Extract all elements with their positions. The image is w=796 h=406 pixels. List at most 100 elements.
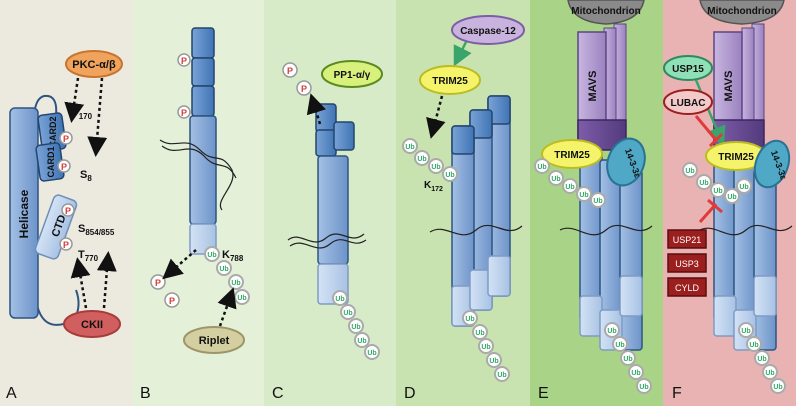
panel-c-letter: C <box>272 385 284 402</box>
svg-text:Ub: Ub <box>749 342 758 349</box>
dsrna-c-2 <box>289 239 367 249</box>
card-block-c-3 <box>333 121 355 151</box>
cyld-box <box>667 277 707 297</box>
k788-label: K788 <box>222 249 244 263</box>
riplet-enzyme <box>183 326 245 354</box>
t770-label: T770 <box>78 249 99 263</box>
ub-d-8: Ub <box>486 352 502 368</box>
card-block-1 <box>191 27 215 59</box>
ub-chain-e: Ub Ub Ub Ub Ub <box>534 158 606 208</box>
svg-text:Ub: Ub <box>417 156 426 163</box>
ub-f-6: Ub <box>738 322 754 338</box>
ub-e-2: Ub <box>548 170 564 186</box>
ub-f-1: Ub <box>682 162 698 178</box>
panel-e: Mitochondrion MAVS TRIM25 14-3-3ε Ub Ub … <box>534 0 653 402</box>
ub-b-4: Ub <box>234 289 250 305</box>
phospho-s8: P <box>57 159 71 173</box>
usp15-label: USP15 <box>672 64 704 75</box>
svg-text:P: P <box>65 206 71 216</box>
svg-text:Ub: Ub <box>757 356 766 363</box>
svg-text:Ub: Ub <box>741 328 750 335</box>
dsrna-strand <box>159 139 234 211</box>
panel-b: P P P P Ub Ub Ub Ub K788 Riplet B <box>140 27 250 402</box>
svg-text:Ub: Ub <box>699 180 708 187</box>
phospho-b-1: P <box>177 53 191 67</box>
panel-d: Caspase-12 TRIM25 Ub Ub Ub Ub K172 Ub Ub… <box>402 15 525 402</box>
svg-text:Ub: Ub <box>219 266 228 273</box>
svg-text:Ub: Ub <box>727 194 736 201</box>
svg-text:Ub: Ub <box>593 198 602 205</box>
s854-label: S854/855 <box>78 223 115 237</box>
pp1-enzyme <box>321 60 383 88</box>
ub-f-10: Ub <box>770 378 786 394</box>
card-d-2 <box>469 109 493 139</box>
lubac-label: LUBAC <box>671 98 706 109</box>
svg-text:Ub: Ub <box>405 144 414 151</box>
phospho-c-1: P <box>282 62 298 78</box>
panel-f: Mitochondrion MAVS USP15 LUBAC TRIM25 14… <box>663 0 793 402</box>
svg-text:Ub: Ub <box>773 384 782 391</box>
svg-text:Ub: Ub <box>607 328 616 335</box>
svg-text:Ub: Ub <box>481 344 490 351</box>
ub-b-2: Ub <box>216 260 232 276</box>
lubac-inhibit-bar <box>708 132 724 148</box>
usp15-enzyme <box>663 55 713 81</box>
card2-label: CARD2 <box>48 116 58 147</box>
ub-d-7: Ub <box>478 338 494 354</box>
ub-chain-b: Ub Ub Ub Ub <box>204 246 250 305</box>
svg-text:Ub: Ub <box>465 316 474 323</box>
t170-label: T170 <box>72 107 93 121</box>
svg-text:Ub: Ub <box>639 384 648 391</box>
svg-text:Ub: Ub <box>343 310 352 317</box>
pkc-label: PKC-α/β <box>72 59 116 71</box>
usp3-box <box>667 253 707 273</box>
oligomer-f-3 <box>753 169 777 351</box>
ub-f-4: Ub <box>724 188 740 204</box>
mito-f-label: Mitochondrion <box>707 6 776 17</box>
helicase-block <box>189 115 217 225</box>
ub-e-4: Ub <box>576 186 592 202</box>
phospho-t770: P <box>59 237 73 251</box>
ub-chain-f-bottom: Ub Ub Ub Ub Ub <box>738 322 786 394</box>
phospho-t170: P <box>59 131 73 145</box>
ub-c-4: Ub <box>354 332 370 348</box>
svg-text:Ub: Ub <box>615 342 624 349</box>
ub-e-8: Ub <box>620 350 636 366</box>
svg-text:Ub: Ub <box>565 184 574 191</box>
dephospho-arrow-c <box>306 93 326 125</box>
ub-d-2: Ub <box>414 150 430 166</box>
ub-b-1: Ub <box>204 246 220 262</box>
pkc-arrow-2 <box>87 77 108 157</box>
ub-c-2: Ub <box>340 304 356 320</box>
ctd-f-1 <box>713 295 737 337</box>
dsrna-e <box>559 224 653 236</box>
ub-chain-c: Ub Ub Ub Ub Ub <box>332 290 380 360</box>
trim25-d-label: TRIM25 <box>432 76 468 87</box>
dub-inhibit <box>698 203 718 223</box>
card-block-2 <box>191 57 215 87</box>
ub-e-3: Ub <box>562 178 578 194</box>
svg-text:P: P <box>63 134 69 144</box>
ub-c-3: Ub <box>348 318 364 334</box>
ub-e-10: Ub <box>636 378 652 394</box>
mitochondrion-e <box>567 0 645 25</box>
ctd-e-1 <box>579 295 603 337</box>
ckii-label: CKII <box>81 319 103 331</box>
ub-chain-f: Ub Ub Ub Ub Ub <box>682 162 752 204</box>
svg-text:Ub: Ub <box>631 370 640 377</box>
p1433-e <box>606 137 646 187</box>
svg-text:Ub: Ub <box>367 350 376 357</box>
p1433-f <box>753 139 791 189</box>
ub-d-5: Ub <box>462 310 478 326</box>
ub-f-5: Ub <box>736 178 752 194</box>
ub-e-5: Ub <box>590 192 606 208</box>
phospho-s854: P <box>61 203 75 217</box>
helicase-domain <box>9 107 39 319</box>
ctd-f-3 <box>753 275 777 317</box>
mitochondrion-f <box>699 0 785 25</box>
svg-text:Ub: Ub <box>237 295 246 302</box>
panel-f-letter: F <box>672 385 682 402</box>
ub-e-6: Ub <box>604 322 620 338</box>
card-block-c-2 <box>315 129 337 157</box>
